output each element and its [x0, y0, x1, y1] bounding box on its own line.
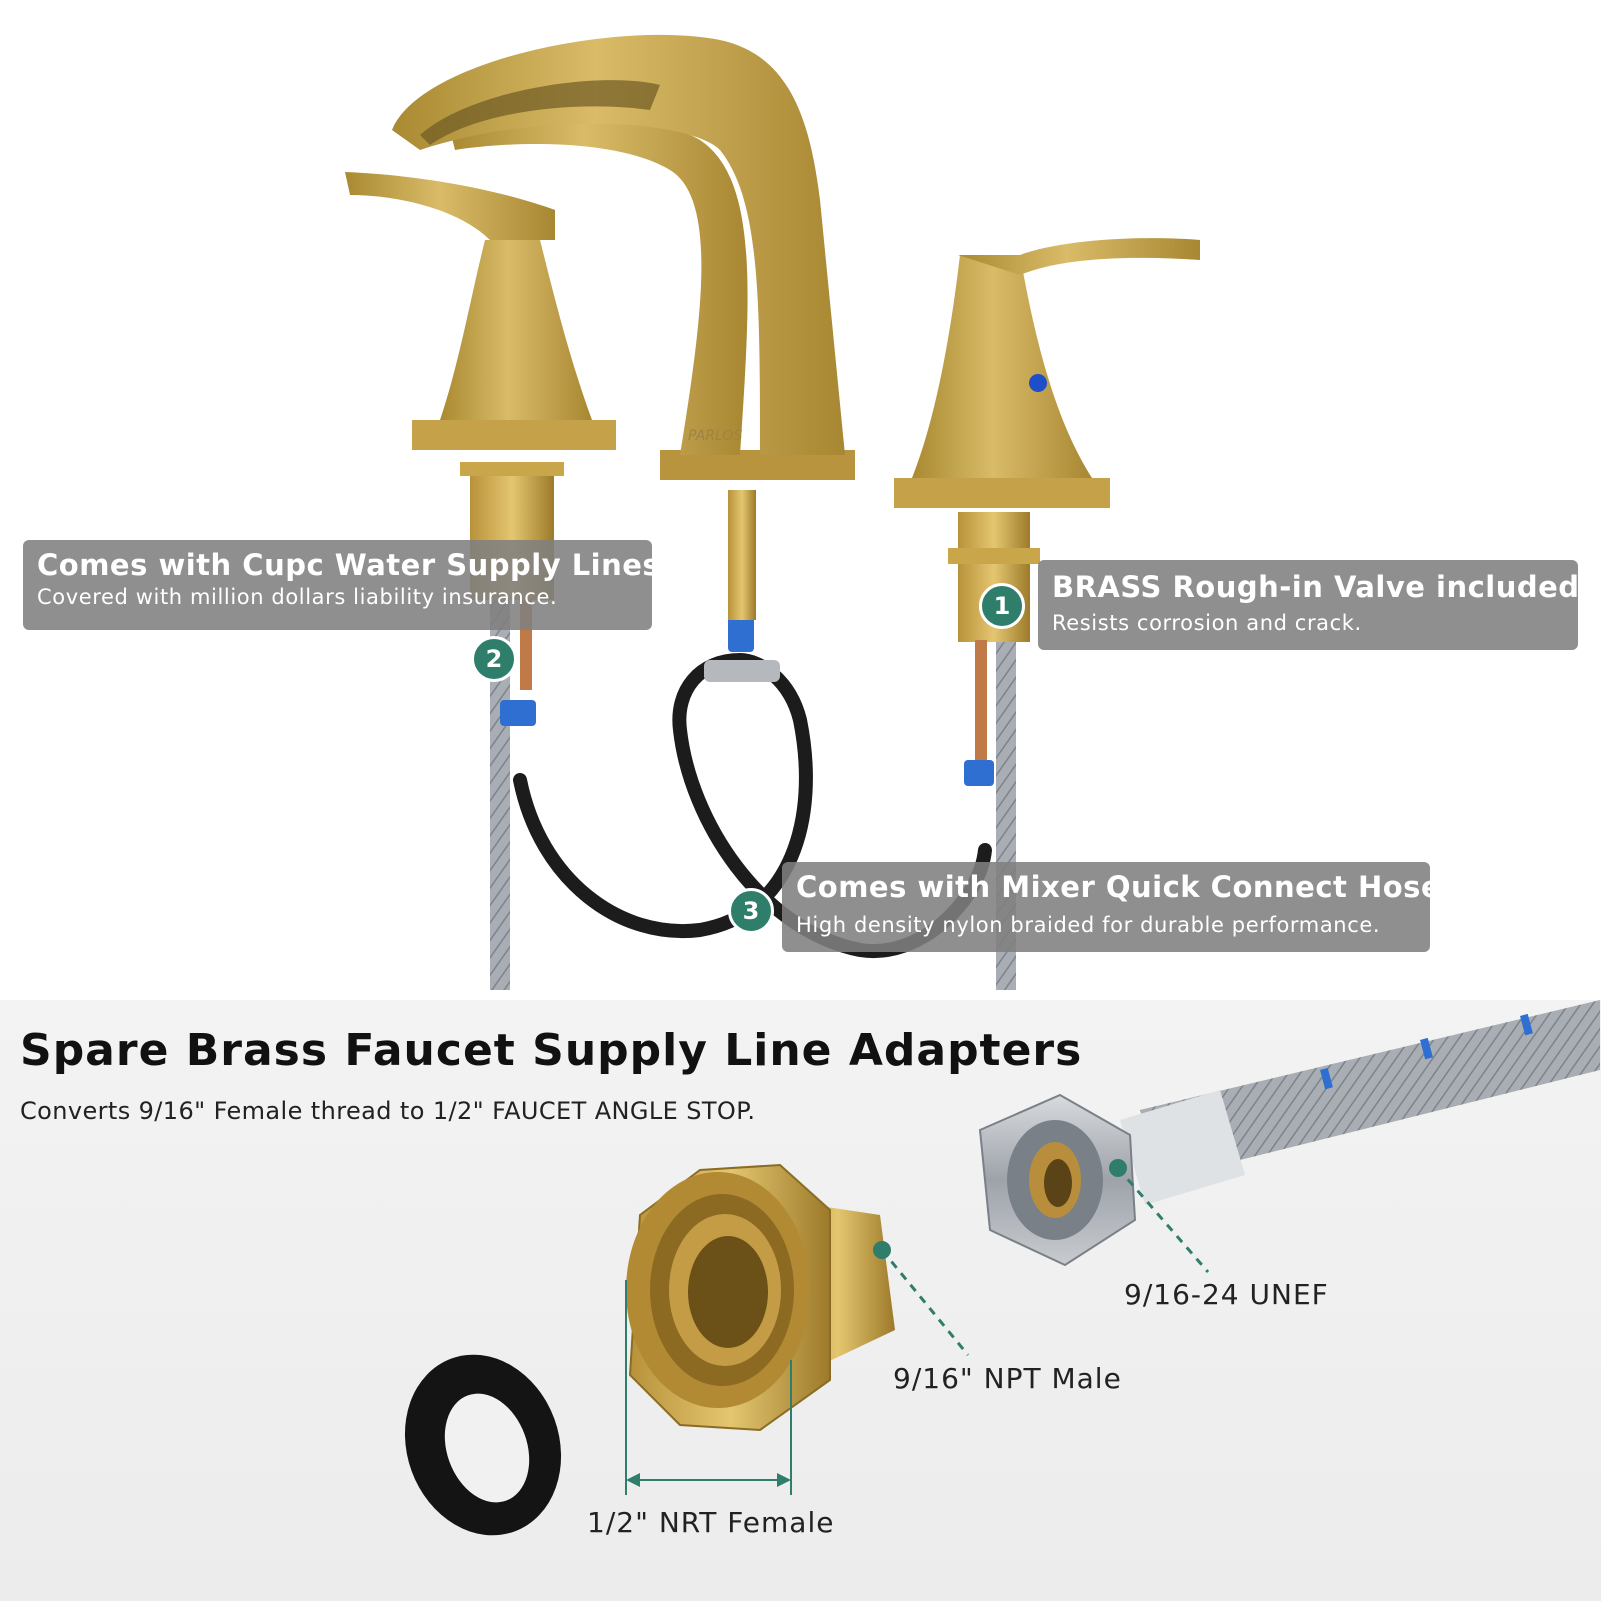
braided-supply-hose [1140, 1000, 1600, 1180]
callout-subtitle: Covered with million dollars liability i… [37, 585, 558, 609]
label-nrt-female: 1/2" NRT Female [587, 1506, 835, 1539]
left-handle [345, 172, 616, 600]
adapter-subheading: Converts 9/16" Female thread to 1/2" FAU… [20, 1097, 756, 1125]
callout-title: BRASS Rough-in Valve included [1052, 570, 1580, 604]
mixer-tee-connector [728, 612, 754, 652]
right-quick-connector [964, 760, 994, 786]
label-npt-male: 9/16" NPT Male [893, 1362, 1122, 1395]
callout-mixer-hose: Comes with Mixer Quick Connect Hose High… [782, 862, 1442, 952]
callout-title: Comes with Cupc Water Supply Lines [37, 548, 661, 582]
adapter-heading: Spare Brass Faucet Supply Line Adapters [20, 1025, 1083, 1076]
callout-subtitle: Resists corrosion and crack. [1052, 611, 1362, 635]
rubber-washer [404, 1354, 562, 1536]
label-unef-thread: 9/16-24 UNEF [1124, 1278, 1329, 1311]
badge-number-1: 1 [979, 583, 1025, 629]
callout-title: Comes with Mixer Quick Connect Hose [796, 870, 1442, 904]
supply-line-left [490, 600, 510, 990]
cold-indicator-dot [1029, 374, 1047, 392]
badge-number-2: 2 [471, 636, 517, 682]
badge-number-3: 3 [728, 888, 774, 934]
callout-brass-valve: BRASS Rough-in Valve included Resists co… [1038, 560, 1580, 650]
hose-hex-nut [978, 1093, 1137, 1267]
right-handle [894, 238, 1200, 642]
left-quick-connector [500, 700, 536, 726]
callout-cupc-supply-lines: Comes with Cupc Water Supply Lines Cover… [23, 540, 661, 630]
brand-mark: PARLOS [688, 428, 742, 444]
spout: PARLOS [392, 34, 855, 620]
brass-adapter [626, 1163, 895, 1432]
callout-subtitle: High density nylon braided for durable p… [796, 913, 1381, 937]
